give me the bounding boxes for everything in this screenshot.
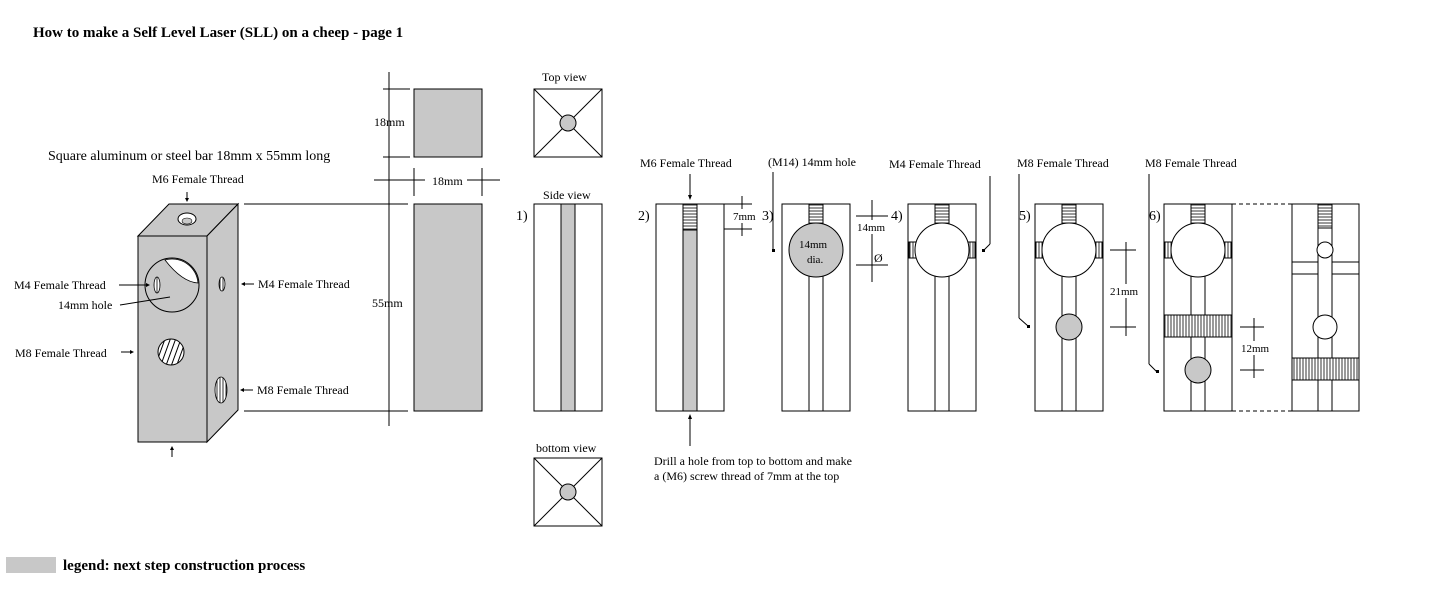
legend-swatch	[6, 557, 56, 573]
step-2-view	[655, 203, 725, 412]
step-3-hole-line2: dia.	[807, 254, 823, 266]
bottom-view-label: bottom view	[536, 441, 597, 455]
m8-side-hole	[214, 376, 228, 404]
step-6-dim-12mm: 12mm	[1241, 343, 1270, 355]
step-3-diameter: Ø	[874, 251, 883, 265]
dim-55mm: 55mm	[372, 296, 403, 310]
m4-left-hole	[153, 276, 161, 294]
label-m4-left: M4 Female Thread	[14, 278, 106, 292]
step-3-dim-14mm: 14mm	[857, 222, 886, 234]
dim-18mm-vertical: 18mm	[374, 115, 405, 129]
step-1-view	[533, 203, 603, 412]
step-3-number: 3)	[762, 209, 774, 224]
isometric-block	[136, 202, 240, 444]
step-6-label: M8 Female Thread	[1145, 156, 1237, 170]
label-14mm-hole: 14mm hole	[58, 298, 112, 312]
step-5-dim-21mm: 21mm	[1110, 286, 1139, 298]
step-3-view	[781, 203, 851, 412]
legend-text: legend: next step construction process	[63, 558, 305, 574]
step-3-label: (M14) 14mm hole	[768, 155, 856, 169]
top-view-label: Top view	[542, 70, 587, 84]
bar-description: Square aluminum or steel bar 18mm x 55mm…	[48, 149, 330, 164]
step-5-number: 5)	[1019, 209, 1031, 224]
step-2-note-line1: Drill a hole from top to bottom and make	[654, 454, 852, 468]
dim-18mm-horizontal: 18mm	[432, 174, 463, 188]
m4-side-hole	[218, 276, 226, 292]
step-6-view-b	[1291, 203, 1360, 412]
step-1-number: 1)	[516, 209, 528, 224]
bar-side-view	[413, 203, 483, 412]
top-view	[533, 88, 603, 158]
step-5-label: M8 Female Thread	[1017, 156, 1109, 170]
bottom-view	[533, 457, 603, 527]
bar-end-view	[413, 88, 483, 158]
step-2-label: M6 Female Thread	[640, 156, 732, 170]
step-2-dim-7mm: 7mm	[733, 211, 756, 223]
step-6-view-a	[1163, 203, 1233, 412]
block-side-face	[206, 202, 239, 444]
m8-front-hole	[157, 338, 185, 366]
page-title: How to make a Self Level Laser (SLL) on …	[33, 25, 403, 41]
step-6-number: 6)	[1149, 209, 1161, 224]
label-m8-right: M8 Female Thread	[257, 383, 349, 397]
step-3-hole-line1: 14mm	[799, 239, 828, 251]
side-view-label: Side view	[543, 188, 591, 202]
step-2-number: 2)	[638, 209, 650, 224]
step-2-note-line2: a (M6) screw thread of 7mm at the top	[654, 469, 839, 483]
label-m8-left: M8 Female Thread	[15, 346, 107, 360]
step-4-view	[907, 203, 977, 412]
label-m4-right: M4 Female Thread	[258, 277, 350, 291]
step-4-label: M4 Female Thread	[889, 157, 981, 171]
label-m6-top: M6 Female Thread	[152, 172, 244, 186]
step-5-view	[1034, 203, 1104, 412]
step-4-number: 4)	[891, 209, 903, 224]
